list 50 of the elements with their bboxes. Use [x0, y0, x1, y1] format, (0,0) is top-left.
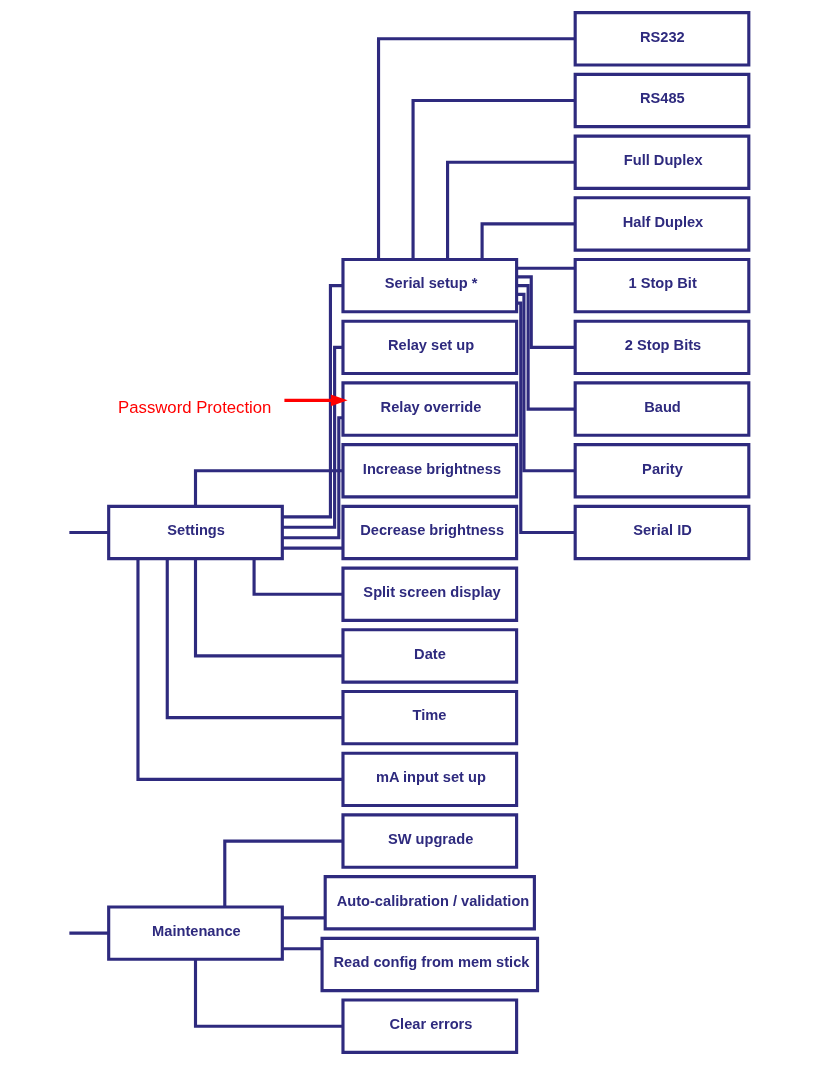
node-box: Serial ID [573, 504, 750, 561]
node-box: Parity [573, 443, 750, 499]
node-box: Full Duplex [573, 134, 750, 190]
connector [516, 266, 575, 270]
node-box: Relay override [340, 381, 518, 437]
connector [193, 959, 343, 1028]
connector [516, 284, 575, 411]
node-box: Relay set up [340, 319, 518, 376]
node-box: Decrease brightness [340, 504, 518, 561]
connector [193, 558, 343, 658]
connector [516, 292, 575, 473]
node-box: Serial setup * [340, 257, 518, 314]
connector [411, 98, 575, 260]
node-box: RS232 [573, 11, 750, 67]
connector [193, 469, 343, 507]
node-box: SW upgrade [340, 813, 518, 869]
connector [480, 222, 575, 260]
connector [282, 416, 343, 540]
node-box: Settings [106, 504, 284, 561]
node-box: 1 Stop Bit [573, 257, 750, 314]
connector [281, 546, 343, 550]
node-box: Auto-calibration / validation [323, 875, 536, 931]
connector [135, 558, 343, 781]
arrow [283, 394, 348, 407]
connector [445, 160, 575, 260]
connector [516, 301, 575, 535]
node-box: Date [340, 628, 518, 684]
node-box: Increase brightness [340, 443, 518, 499]
connector [68, 530, 109, 535]
connector [165, 559, 343, 720]
connector [68, 931, 109, 935]
node-box: Maintenance [106, 905, 284, 961]
node-box: mA input set up [340, 751, 518, 808]
connector [222, 839, 343, 907]
node-box: Half Duplex [573, 196, 750, 252]
node-box: Split screen display [340, 566, 518, 622]
node-text: Password Protection [117, 398, 271, 418]
node-box: RS485 [573, 72, 750, 129]
node-box: Baud [573, 381, 750, 437]
node-box: Clear errors [340, 998, 518, 1054]
node-box: 2 Stop Bits [573, 319, 750, 376]
connector [516, 275, 575, 349]
node-box: Time [340, 689, 518, 746]
node-box: Read config from mem stick [320, 936, 539, 993]
connector [281, 916, 325, 920]
connector [282, 284, 343, 519]
connector [281, 947, 322, 951]
connector [376, 37, 575, 260]
connector [281, 345, 343, 529]
connector [252, 558, 343, 596]
